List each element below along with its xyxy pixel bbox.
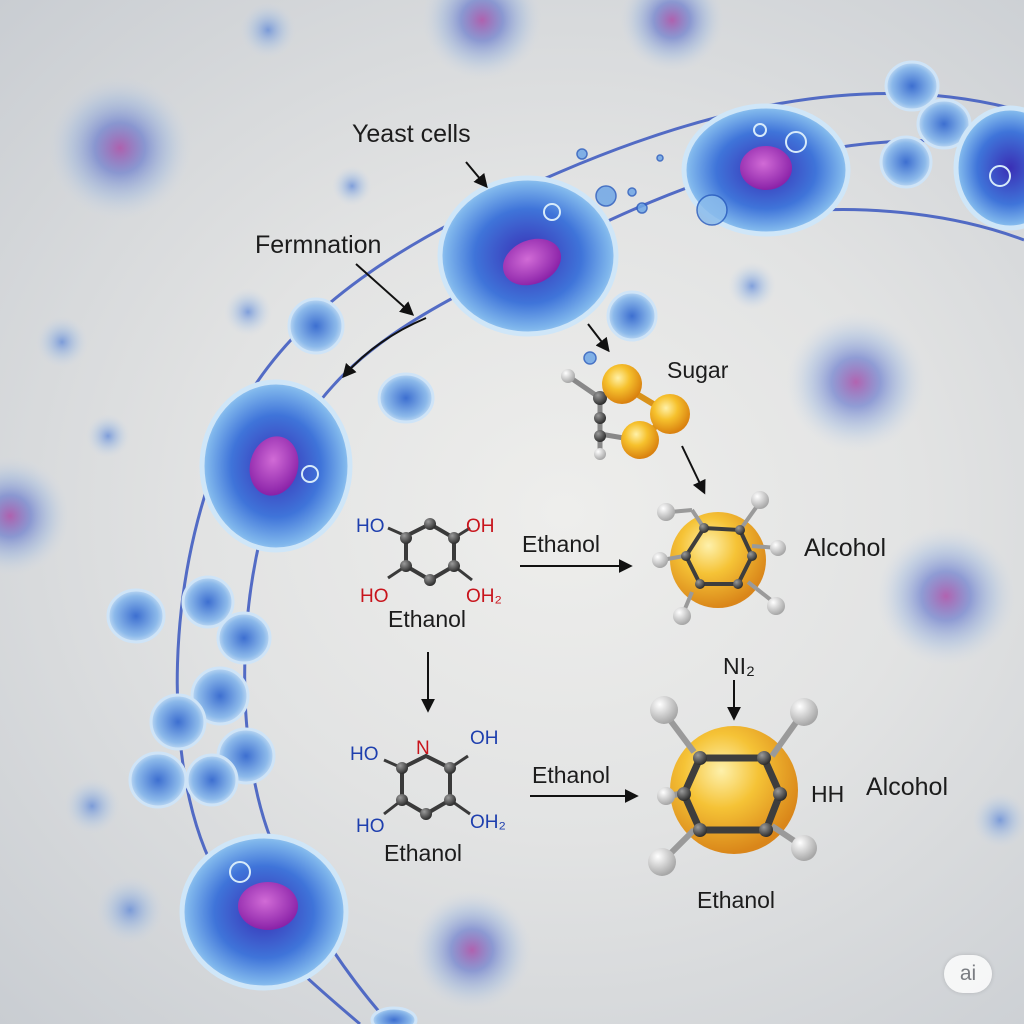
sugar-molecule bbox=[561, 364, 690, 460]
chem-bottom-left-group: HO bbox=[360, 586, 389, 607]
bubbles bbox=[576, 148, 728, 365]
chem2-bottom-right-group: OH₂ bbox=[470, 812, 506, 833]
label-sugar: Sugar bbox=[667, 357, 729, 383]
large-yeast-cells bbox=[179, 103, 1024, 991]
chem2-nitrogen: N bbox=[416, 738, 430, 759]
label-alcohol-top: Alcohol bbox=[804, 534, 886, 562]
label-ethanol-arrow-bottom: Ethanol bbox=[532, 762, 611, 788]
chem2-top-right-group: OH bbox=[470, 728, 499, 749]
label-ni2: NI₂ bbox=[723, 653, 755, 679]
yeast-cell-middle-left bbox=[199, 379, 353, 553]
label-ethanol-molecule-bottom: Ethanol bbox=[384, 840, 463, 866]
label-fermentation: Fermnation bbox=[255, 231, 382, 259]
ai-badge: ai bbox=[944, 955, 992, 993]
ring-molecule-bottom bbox=[383, 753, 471, 820]
yeast-cell-top-center bbox=[437, 175, 619, 337]
label-hh: HH bbox=[811, 781, 845, 807]
label-ethanol-molecule-top: Ethanol bbox=[388, 606, 467, 632]
alcohol-molecule-top bbox=[652, 491, 786, 625]
chem-top-left-group: HO bbox=[356, 516, 385, 537]
label-ethanol-arrow-top: Ethanol bbox=[522, 531, 601, 557]
chem2-top-left-group: HO bbox=[350, 744, 379, 765]
arrows bbox=[342, 161, 741, 803]
yeast-cell-bottom-left bbox=[179, 833, 349, 991]
chem2-bottom-left-group: HO bbox=[356, 816, 385, 837]
label-alcohol-bottom: Alcohol bbox=[866, 773, 948, 801]
chem-top-right-group: OH bbox=[466, 516, 495, 537]
label-ethanol-product: Ethanol bbox=[697, 887, 776, 913]
yeast-cell-far-right bbox=[953, 105, 1024, 231]
alcohol-molecule-bottom bbox=[648, 696, 818, 876]
small-yeast-cells bbox=[106, 60, 972, 1024]
chem-bottom-right-group: OH₂ bbox=[466, 586, 502, 607]
ring-molecule-top bbox=[387, 518, 473, 586]
label-yeast-cells: Yeast cells bbox=[352, 120, 471, 148]
